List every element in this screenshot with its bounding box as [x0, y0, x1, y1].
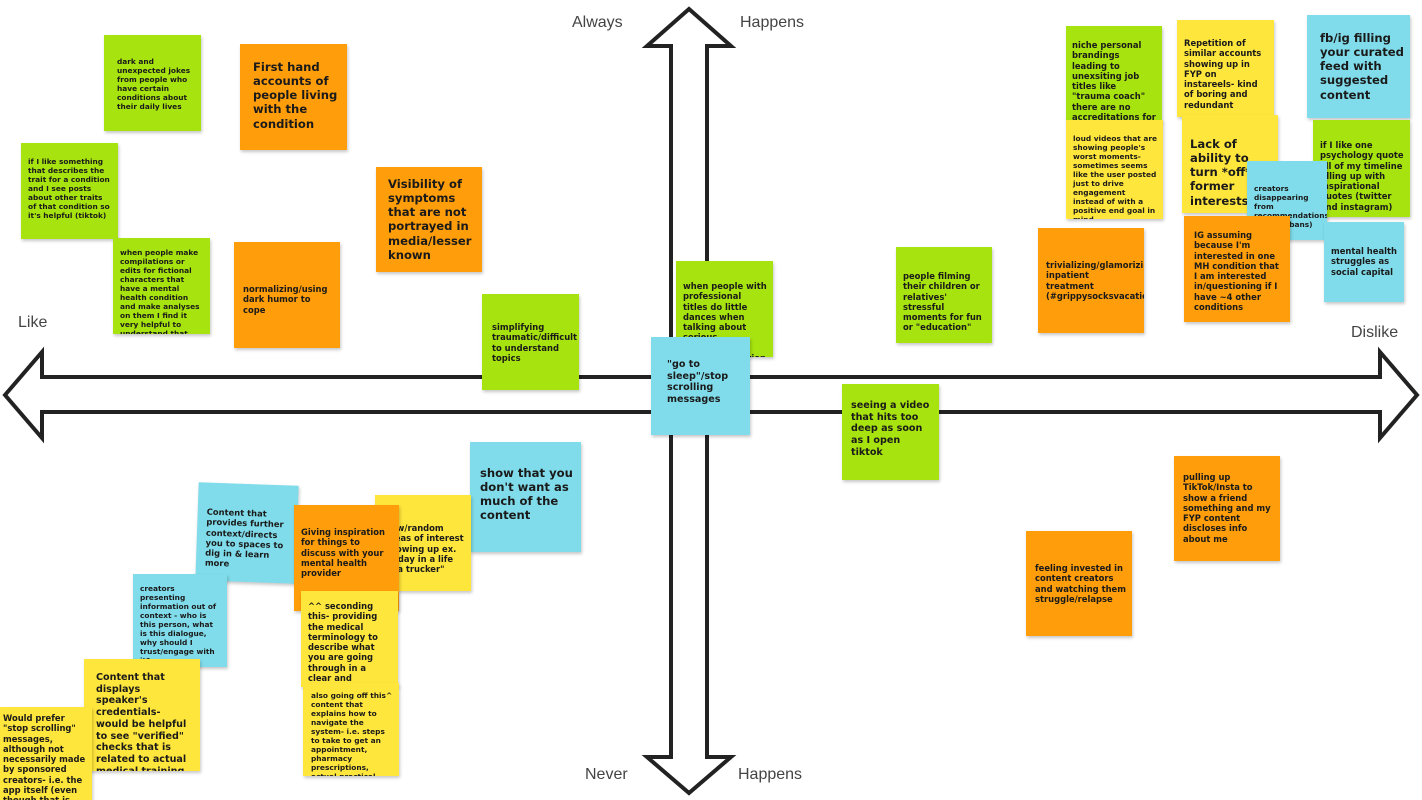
sticky-note[interactable]: if I like something that describes the t… [21, 143, 118, 239]
axis-label-happens-bottom: Happens [738, 766, 803, 783]
sticky-note[interactable]: dark and unexpected jokes from people wh… [104, 35, 201, 131]
sticky-note[interactable]: Visibility of symptoms that are not port… [376, 167, 482, 272]
sticky-note[interactable]: mental health struggles as social capita… [1324, 222, 1404, 302]
sticky-note[interactable]: feeling invested in content creators and… [1026, 531, 1132, 636]
sticky-note[interactable]: people filming their children or relativ… [896, 247, 992, 343]
sticky-note[interactable]: normalizing/using dark humor to cope [234, 242, 340, 348]
sticky-note[interactable]: niche personal brandings leading to unex… [1066, 26, 1162, 122]
sticky-note[interactable]: pulling up TikTok/Insta to show a friend… [1174, 456, 1280, 561]
sticky-note[interactable]: simplifying traumatic/difficult to under… [482, 294, 579, 390]
sticky-note[interactable]: loud videos that are showing people's wo… [1066, 120, 1163, 219]
sticky-note[interactable]: trivializing/glamorizing inpatient treat… [1038, 228, 1144, 333]
sticky-note[interactable]: fb/ig filling your curated feed with sug… [1307, 15, 1410, 118]
sticky-note[interactable]: when people make compilations or edits f… [113, 238, 210, 334]
sticky-note[interactable]: Would prefer "stop scrolling" messages, … [0, 707, 92, 800]
sticky-note[interactable]: if I like one psychology quote all of my… [1313, 120, 1410, 217]
axis-label-always: Always [572, 14, 623, 31]
sticky-note[interactable]: also going off this^ content that explai… [303, 683, 399, 776]
sticky-note[interactable]: Repetition of similar accounts showing u… [1177, 20, 1274, 117]
axis-label-happens-top: Happens [740, 14, 805, 31]
sticky-note[interactable]: First hand accounts of people living wit… [240, 44, 347, 150]
sticky-note[interactable]: show that you don't want as much of the … [470, 442, 581, 552]
sticky-note[interactable]: "go to sleep"/stop scrolling messages [651, 337, 750, 435]
sticky-note[interactable]: creators presenting information out of c… [133, 574, 227, 667]
sticky-note[interactable]: Content that displays speaker's credenti… [84, 659, 200, 771]
axis-label-never: Never [585, 766, 628, 783]
sticky-note[interactable]: seeing a video that hits too deep as soo… [842, 384, 939, 480]
sticky-note[interactable]: IG assuming because I'm interested in on… [1184, 216, 1290, 322]
sticky-note[interactable]: ^^ seconding this- providing the medical… [301, 591, 398, 687]
sticky-note[interactable]: Content that provides further context/di… [195, 482, 299, 584]
axis-label-dislike: Dislike [1351, 324, 1399, 341]
axis-label-like: Like [18, 314, 48, 331]
